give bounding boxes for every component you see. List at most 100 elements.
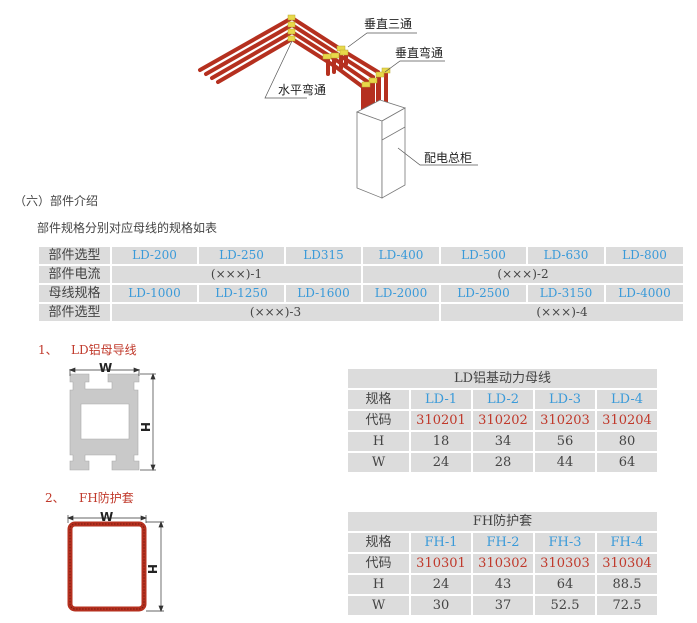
table-cell: LD-1000 [110,283,199,304]
item1-title: LD铝母导线 [71,343,137,357]
table-title-row: FH防护套 [345,510,660,533]
table-cell: FH-1 [409,531,473,554]
table-cell: 56 [533,430,597,453]
busway-installation-diagram [198,14,478,199]
table-cell: 310303 [533,552,597,575]
table-cell: 43 [471,573,535,596]
table-cell: FH-2 [471,531,535,554]
sleeve-profile [67,521,147,612]
row-header: 代码 [346,409,411,432]
main-cabinet-drawing [356,99,406,199]
table-row: 代码 310201 310202 310203 310204 [346,409,659,432]
table-cell: LD-3150 [526,283,606,304]
table-cell: 310301 [409,552,473,575]
row-header: W [346,451,411,474]
table-title: FH防护套 [345,510,660,533]
label-main-cabinet: 配电总柜 [424,151,473,165]
table-cell: LD-400 [361,245,441,266]
table-cell: LD-800 [604,245,685,266]
row-header: 代码 [346,552,411,575]
table-cell: 80 [595,430,659,453]
table-row: W 24 28 44 64 [346,451,659,474]
section-intro: 部件规格分别对应母线的规格如表 [37,221,218,235]
label-horizontal-elbow: 水平弯通 [278,83,327,97]
fh-sleeve-spec-table: FH防护套 规格 FH-1 FH-2 FH-3 FH-4 代码 310301 3… [345,510,660,617]
table-cell: 24 [409,573,473,596]
table-cell: 34 [471,430,535,453]
table-cell: (×××)-1 [110,264,363,285]
table-cell: FH-4 [594,531,660,554]
leader-lines [264,32,478,166]
table-cell: LD-630 [526,245,606,266]
table-cell: (×××)-3 [110,302,441,323]
table-cell: 310302 [471,552,535,575]
table-cell: 310204 [595,409,659,432]
row-header: 母线规格 [37,283,112,304]
table-cell: LD-4 [595,388,659,411]
table-title-row: LD铝基动力母线 [346,367,659,390]
row-header: H [346,573,411,596]
table-row: W 30 37 52.5 72.5 [346,594,660,617]
parts-spec-table: 部件选型 LD-200 LD-250 LD315 LD-400 LD-500 L… [37,245,685,323]
label-vertical-elbow: 垂直弯通 [395,46,444,60]
table-cell: LD-250 [197,245,286,266]
table-cell: 310304 [594,552,660,575]
table-cell: 18 [409,430,473,453]
table-cell: LD-2000 [361,283,441,304]
table-cell: 64 [533,573,597,596]
table-cell: LD-2500 [439,283,528,304]
item2-dim-w: W [100,510,114,524]
connector-joints [287,14,391,88]
table-title: LD铝基动力母线 [346,367,659,390]
table-cell: LD-1 [409,388,473,411]
section-title: （六）部件介绍 [14,194,99,208]
row-header: H [346,430,411,453]
table-cell: LD-4000 [604,283,685,304]
fh-sleeve-profile-drawing [67,515,164,612]
table-row: H 18 34 56 80 [346,430,659,453]
table-cell: 28 [471,451,535,474]
item2-dim-h: H [145,563,160,575]
table-row: 部件选型 (×××)-3 (×××)-4 [37,302,685,323]
row-header: 部件选型 [37,302,112,323]
table-row: 代码 310301 310302 310303 310304 [346,552,660,575]
table-cell: (×××)-2 [361,264,685,285]
table-cell: 72.5 [594,594,660,617]
busbar-profile [69,373,140,471]
table-row: 规格 FH-1 FH-2 FH-3 FH-4 [346,531,660,554]
item1-number: 1、 [38,343,58,357]
table-cell: 64 [595,451,659,474]
table-row: 部件电流 (×××)-1 (×××)-2 [37,264,685,285]
item1-dim-h: H [138,421,153,433]
row-header: 规格 [346,531,411,554]
table-cell: LD315 [284,245,363,266]
table-cell: LD-200 [110,245,199,266]
table-cell: 30 [409,594,473,617]
table-cell: 310202 [471,409,535,432]
row-header: 部件选型 [37,245,112,266]
row-header: W [346,594,411,617]
table-cell: LD-500 [439,245,528,266]
table-cell: 310203 [533,409,597,432]
item1-dim-w: W [99,361,113,375]
table-cell: 24 [409,451,473,474]
row-header: 规格 [346,388,411,411]
table-cell: LD-1250 [197,283,286,304]
table-cell: 44 [533,451,597,474]
ld-busbar-spec-table: LD铝基动力母线 规格 LD-1 LD-2 LD-3 LD-4 代码 31020… [346,367,659,474]
table-cell: 310201 [409,409,473,432]
table-cell: 88.5 [594,573,660,596]
table-cell: FH-3 [533,531,597,554]
table-row: 部件选型 LD-200 LD-250 LD315 LD-400 LD-500 L… [37,245,685,266]
table-cell: (×××)-4 [439,302,685,323]
table-cell: 52.5 [533,594,597,617]
table-row: 规格 LD-1 LD-2 LD-3 LD-4 [346,388,659,411]
table-cell: LD-3 [533,388,597,411]
table-cell: 37 [471,594,535,617]
item2-number: 2、 [45,491,65,505]
table-row: 母线规格 LD-1000 LD-1250 LD-1600 LD-2000 LD-… [37,283,685,304]
label-vertical-tee: 垂直三通 [364,17,413,31]
table-cell: LD-2 [471,388,535,411]
table-cell: LD-1600 [284,283,363,304]
table-row: H 24 43 64 88.5 [346,573,660,596]
